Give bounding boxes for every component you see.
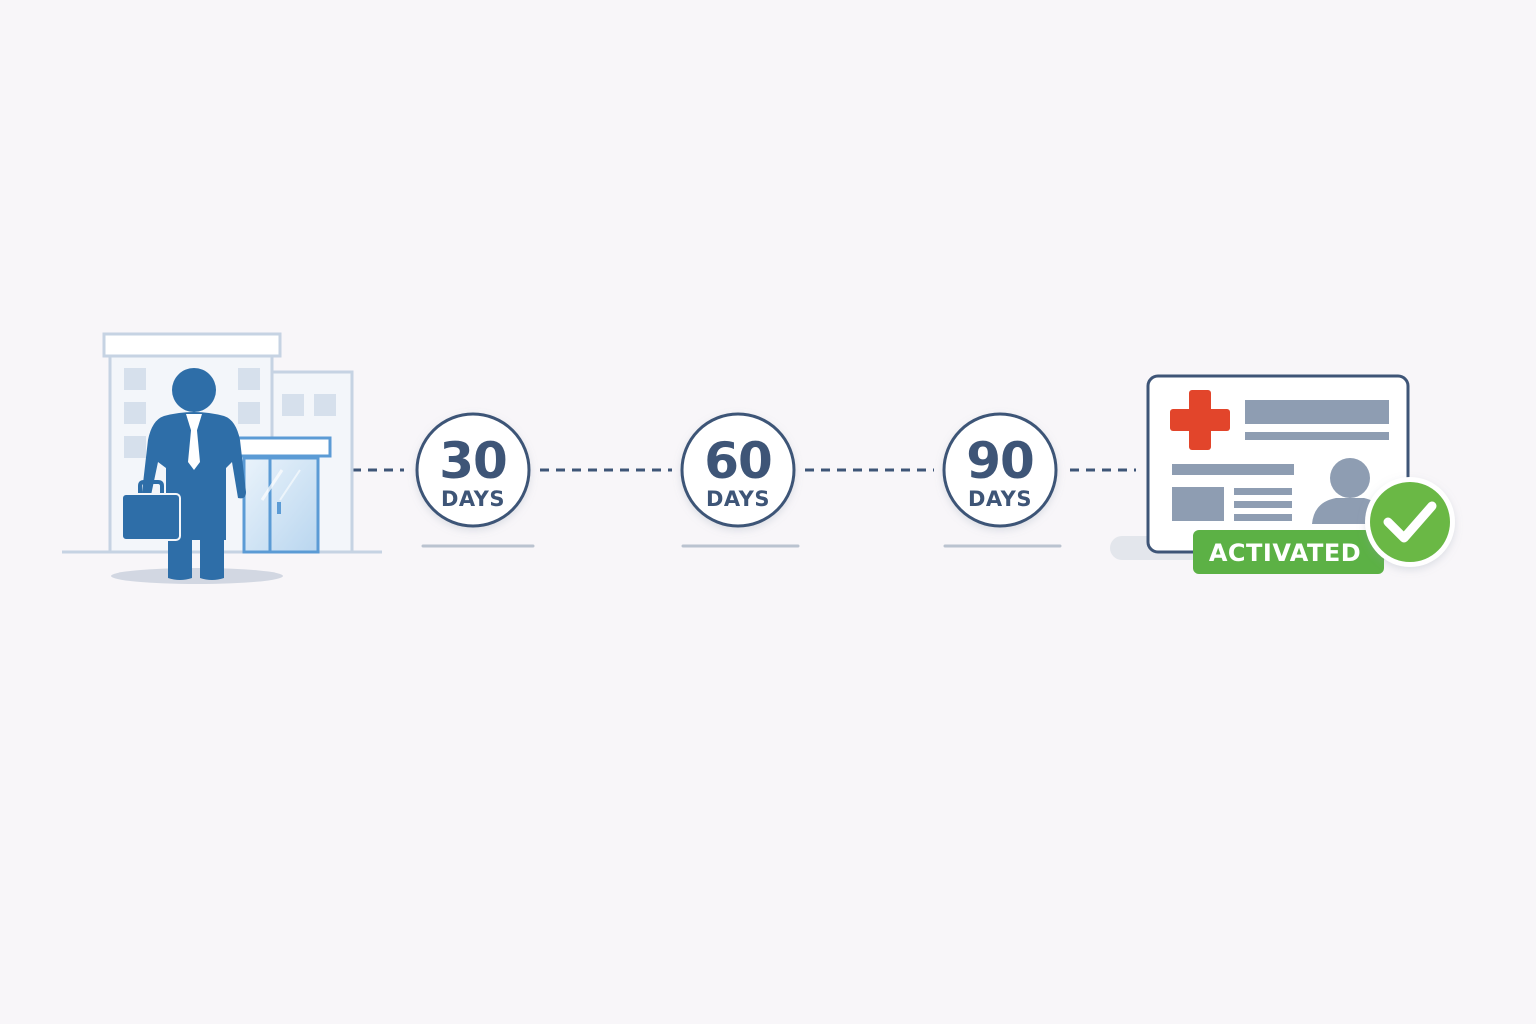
checkmark-icon [1365, 477, 1455, 567]
milestone-unit: DAYS [441, 487, 505, 511]
briefcase-icon [121, 480, 181, 541]
milestone-number: 30 [439, 432, 507, 490]
milestone-60-days: 60 DAYS [680, 412, 800, 548]
activated-label: ACTIVATED [1209, 539, 1361, 567]
businessman-icon [121, 368, 246, 580]
health-insurance-card-icon: ACTIVATED [1110, 374, 1455, 574]
employee-at-building-icon [62, 332, 382, 584]
milestone-30-days: 30 DAYS [415, 412, 535, 548]
activated-badge: ACTIVATED [1193, 530, 1384, 574]
milestone-unit: DAYS [706, 487, 770, 511]
person-shadow [111, 568, 283, 584]
medical-cross-icon [1170, 390, 1230, 450]
milestone-circle [942, 412, 1058, 528]
milestone-unit: DAYS [968, 487, 1032, 511]
card-detail-bar [1172, 464, 1294, 475]
card-subtitle-bar [1245, 432, 1389, 440]
milestone-number: 90 [966, 432, 1034, 490]
card-detail-line [1234, 514, 1292, 521]
member-avatar-icon [1312, 458, 1386, 524]
card-detail-line [1234, 488, 1292, 495]
card-photo-block [1172, 487, 1224, 521]
milestone-90-days: 90 DAYS [942, 412, 1062, 548]
card-detail-line [1234, 501, 1292, 508]
milestone-number: 60 [704, 432, 772, 490]
milestone-circle [680, 412, 796, 528]
milestone-circle [415, 412, 531, 528]
card-title-bar [1245, 400, 1389, 424]
